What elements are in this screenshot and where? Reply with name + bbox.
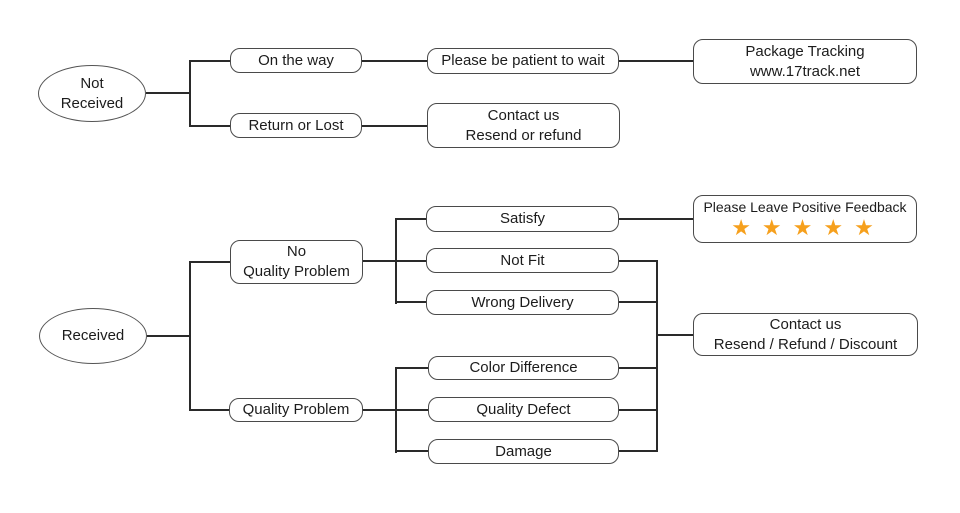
- node-not-fit: Not Fit: [426, 248, 619, 273]
- node-label: No: [286, 243, 307, 260]
- connector-line: [619, 218, 693, 220]
- node-satisfy: Satisfy: [426, 206, 619, 232]
- node-label: www.17track.net: [749, 62, 861, 80]
- node-label: On the way: [258, 51, 334, 69]
- node-label: Quality Problem: [243, 263, 350, 280]
- connector-line: [619, 60, 693, 62]
- node-label: Contact us: [487, 106, 560, 124]
- connector-line: [656, 260, 658, 452]
- node-label: Received: [60, 94, 124, 112]
- connector-line: [362, 60, 427, 62]
- node-label: Resend or refund: [465, 126, 582, 144]
- node-no-quality-problem: No Quality Problem: [230, 240, 363, 284]
- node-label: Return or Lost: [248, 116, 344, 134]
- connector-line: [619, 450, 658, 452]
- node-received: Received: [39, 308, 147, 364]
- node-label: Received: [61, 327, 125, 344]
- connector-line: [619, 409, 658, 411]
- node-label: Not Fit: [500, 251, 545, 269]
- node-positive-feedback: Please Leave Positive Feedback ★★★★★: [693, 195, 917, 243]
- node-label: Satisfy: [499, 210, 545, 227]
- connector-line: [656, 334, 693, 336]
- node-label: Not: [80, 74, 104, 92]
- connector-line: [395, 218, 397, 304]
- node-label: Resend / Refund / Discount: [713, 335, 898, 353]
- node-label: Please be patient to wait: [441, 52, 605, 69]
- node-label: Quality Defect: [476, 400, 571, 418]
- connector-line: [189, 60, 191, 127]
- node-quality-defect: Quality Defect: [428, 397, 619, 422]
- node-damage: Damage: [428, 439, 619, 464]
- connector-line: [147, 335, 191, 337]
- node-label: Wrong Delivery: [471, 293, 574, 311]
- node-contact-resend-refund-discount: Contact us Resend / Refund / Discount: [693, 313, 918, 356]
- node-package-tracking: Package Tracking www.17track.net: [693, 39, 917, 84]
- connector-line: [363, 260, 426, 262]
- connector-line: [619, 301, 658, 303]
- connector-line: [146, 92, 191, 94]
- connector-line: [395, 301, 426, 303]
- node-wrong-delivery: Wrong Delivery: [426, 290, 619, 315]
- node-quality-problem: Quality Problem: [229, 398, 363, 422]
- node-label: Please Leave Positive Feedback: [703, 199, 907, 215]
- node-label: Quality Problem: [242, 401, 350, 418]
- connector-line: [189, 261, 230, 263]
- connector-line: [189, 409, 230, 411]
- node-color-difference: Color Difference: [428, 356, 619, 380]
- connector-line: [395, 450, 428, 452]
- node-contact-resend-refund: Contact us Resend or refund: [427, 103, 620, 148]
- connector-line: [619, 367, 658, 369]
- connector-line: [189, 125, 230, 127]
- node-label: Package Tracking: [745, 42, 865, 60]
- connector-line: [395, 367, 428, 369]
- node-return-or-lost: Return or Lost: [230, 113, 362, 138]
- star-rating-icon: ★★★★★: [731, 215, 885, 240]
- node-label: Color Difference: [469, 359, 578, 376]
- connector-line: [619, 260, 658, 262]
- connector-line: [395, 367, 397, 453]
- node-on-the-way: On the way: [230, 48, 362, 73]
- node-label: Contact us: [769, 315, 842, 333]
- node-be-patient: Please be patient to wait: [427, 48, 619, 74]
- connector-line: [189, 60, 230, 62]
- node-not-received: Not Received: [38, 65, 146, 122]
- connector-line: [189, 261, 191, 411]
- connector-line: [362, 125, 427, 127]
- node-label: Damage: [495, 442, 552, 460]
- connector-line: [395, 218, 426, 220]
